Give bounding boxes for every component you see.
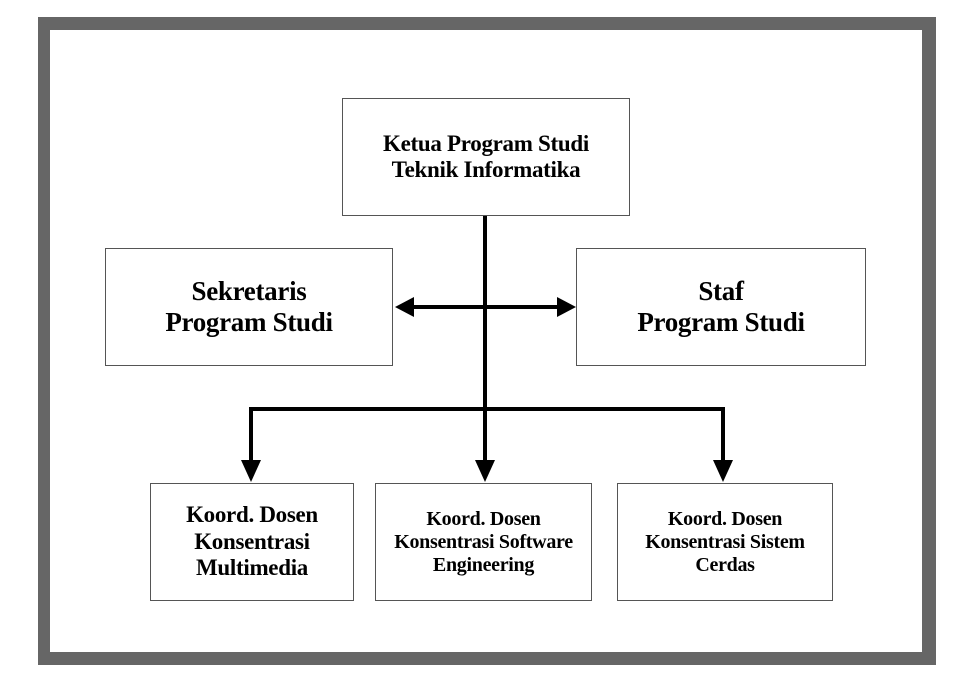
koord-software-box: Koord. Dosen Konsentrasi Software Engine… xyxy=(375,483,592,601)
software-line-2: Konsentrasi Software xyxy=(394,530,573,553)
multimedia-line-3: Multimedia xyxy=(196,555,308,581)
software-line-3: Engineering xyxy=(432,553,535,576)
staf-box: Staf Program Studi xyxy=(576,248,866,366)
sekretaris-line-1: Sekretaris xyxy=(191,275,307,306)
staf-line-2: Program Studi xyxy=(637,307,805,337)
ketua-prodi-box: Ketua Program Studi Teknik Informatika xyxy=(342,98,630,216)
multimedia-line-1: Koord. Dosen xyxy=(186,502,318,528)
koord-multimedia-box: Koord. Dosen Konsentrasi Multimedia xyxy=(150,483,354,601)
software-line-1: Koord. Dosen xyxy=(426,507,541,530)
cerdas-line-1: Koord. Dosen xyxy=(667,507,783,530)
cerdas-line-2: Konsentrasi Sistem xyxy=(645,530,805,553)
multimedia-line-2: Konsentrasi xyxy=(194,528,310,554)
sekretaris-box: Sekretaris Program Studi xyxy=(105,248,393,366)
sekretaris-line-2: Program Studi xyxy=(165,307,333,337)
ketua-line-2: Teknik Informatika xyxy=(391,157,581,182)
koord-cerdas-box: Koord. Dosen Konsentrasi Sistem Cerdas xyxy=(617,483,833,601)
cerdas-line-3: Cerdas xyxy=(695,553,755,576)
ketua-line-1: Ketua Program Studi xyxy=(383,130,589,156)
staf-line-1: Staf xyxy=(698,275,744,306)
